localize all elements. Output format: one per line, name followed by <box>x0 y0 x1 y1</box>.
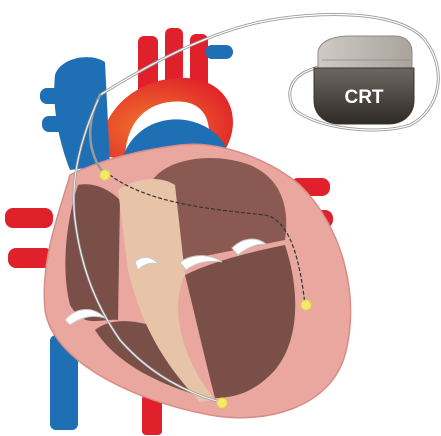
electrode-right-ventricle <box>217 398 227 408</box>
crt-device-header <box>318 36 412 68</box>
crt-label: CRT <box>344 87 383 108</box>
vein-stub-2 <box>42 116 64 132</box>
crt-device: CRT <box>314 36 414 124</box>
vein-stub-3 <box>205 45 233 59</box>
vein-stub-1 <box>40 88 62 104</box>
electrode-left-ventricle <box>301 300 311 310</box>
pulmonary-artery-right-branch-1 <box>5 208 53 228</box>
electrode-right-atrium <box>100 170 110 180</box>
